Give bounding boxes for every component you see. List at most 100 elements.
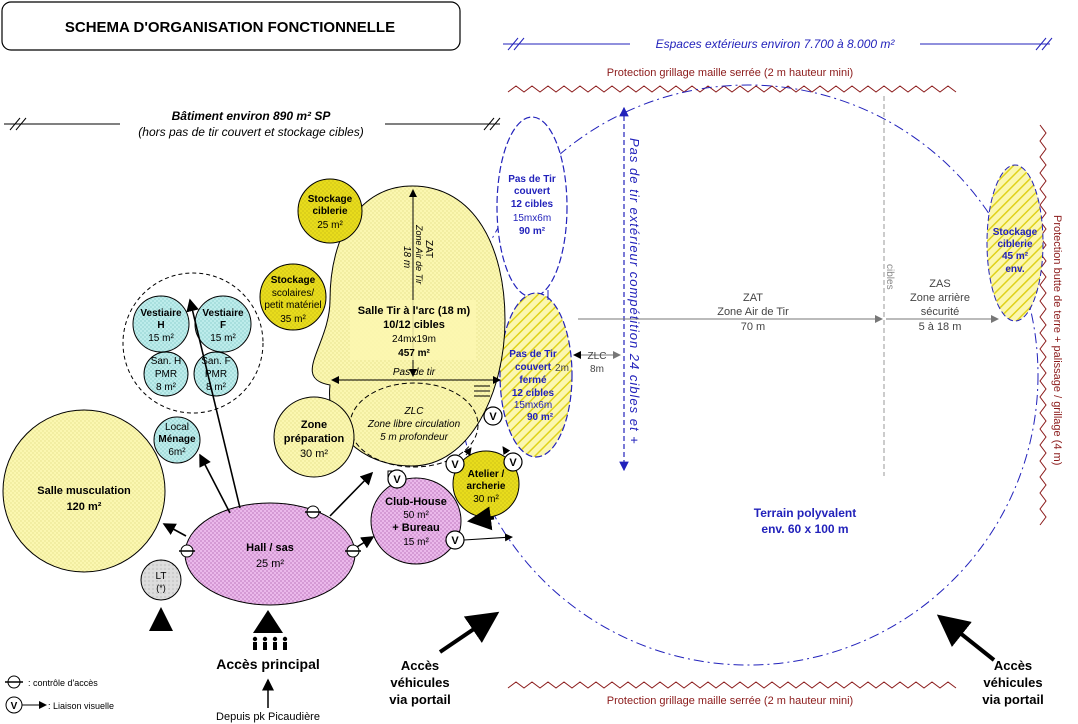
club-house-label-2: 50 m² (403, 510, 429, 521)
zlc-out-label-2: 8m (590, 364, 604, 375)
musculation-label: Salle musculation (37, 485, 131, 497)
stockage-scolaires (259, 263, 327, 331)
building-line-2: (hors pas de tir couvert et stockage cib… (138, 125, 363, 139)
salle-musculation (2, 409, 166, 573)
building-line-1: Bâtiment environ 890 m² SP (172, 109, 332, 123)
main-access-triangle (253, 610, 283, 633)
san-h-pmr (143, 351, 189, 397)
zas-label-2: Zone arrière (910, 292, 970, 304)
title-box (1, 1, 461, 51)
pas-ferme-label-3: fermé (519, 375, 547, 386)
vestiaire-f-area: 15 m² (210, 333, 236, 344)
local-menage (153, 416, 201, 464)
stockage-scolaires-label-2: scolaires/ (272, 288, 314, 299)
pas-ferme-label-4: 12 cibles (512, 388, 555, 399)
zat-out-label-3: 70 m (741, 321, 765, 333)
club-house-label-3: + Bureau (392, 522, 439, 534)
lt-label-2: (*) (156, 583, 166, 593)
hall-sas (184, 502, 356, 606)
stockage-scolaires-label-1: Stockage (271, 275, 316, 286)
outdoor-range-label: Pas de tir extérieur compétition 24 cibl… (627, 138, 642, 445)
pas-ferme-label-1: Pas de Tir (509, 349, 557, 360)
main-access-label: Accès principal (216, 656, 320, 672)
hall-label: Hall / sas (246, 542, 294, 554)
legend-visual-link-icon: V (5, 696, 47, 714)
vehicle-access-left-1: Accès (401, 658, 439, 673)
salle-tir-area: 457 m² (398, 348, 430, 359)
zlc-out-label-1: ZLC (588, 351, 607, 362)
visual-link-icon: V (445, 530, 465, 550)
menage-area: 6m² (168, 447, 186, 458)
visual-link-icon: V (503, 452, 523, 472)
pas-couvert-label-3: 12 cibles (511, 199, 554, 210)
zas-label-1: ZAS (929, 278, 950, 290)
stockage-ext-label-3: env. (1005, 264, 1024, 275)
menage-label-1: Local (165, 422, 189, 433)
san-f-area: 8 m² (206, 382, 227, 393)
club-house-area: 15 m² (403, 537, 429, 548)
menage-label-2: Ménage (158, 434, 196, 445)
vehicle-access-left-3: via portail (389, 692, 450, 707)
zat-in-label-2: Zone Air de Tir (414, 224, 424, 285)
people-icon (252, 636, 288, 650)
access-control-icon (305, 505, 321, 519)
stockage-ciblerie-ext (986, 164, 1044, 322)
access-control-icon (474, 385, 490, 397)
vestiaire-f-label-2: F (220, 320, 226, 331)
stockage-ciblerie (297, 178, 363, 244)
stockage-ext-label-2: ciblerie (997, 239, 1032, 250)
stockage-ext-label-1: Stockage (993, 227, 1038, 238)
vehicle-access-right-2: véhicules (983, 675, 1042, 690)
salle-tir-cibles: 10/12 cibles (383, 319, 445, 331)
legend-access-control: : contrôle d'accès (28, 678, 98, 688)
protection-right-label: Protection butte de terre + palissage / … (1051, 215, 1063, 465)
salle-tir-name: Salle Tir à l'arc (18 m) (358, 305, 471, 317)
svg-text:V: V (11, 701, 18, 712)
pas-couvert-label-1: Pas de Tir (508, 174, 556, 185)
zat-out-label-1: ZAT (743, 292, 763, 304)
zat-in-label-3: 18 m (401, 246, 412, 268)
san-f-label-1: San. F (201, 356, 230, 367)
svg-text:V: V (393, 474, 401, 486)
vestiaire-h-label-1: Vestiaire (140, 308, 182, 319)
vestiaire-h-area: 15 m² (148, 333, 174, 344)
san-h-area: 8 m² (156, 382, 177, 393)
vestiaire-f-label-1: Vestiaire (202, 308, 244, 319)
pas-de-tir-ferme (499, 292, 573, 458)
zas-label-3: sécurité (921, 306, 960, 318)
san-f-label-2: PMR (205, 369, 227, 380)
fence-bottom (507, 681, 957, 689)
visual-link-icon: V (445, 454, 465, 474)
svg-text:V: V (489, 411, 497, 423)
stockage-ciblerie-label-1: Stockage (308, 194, 353, 205)
pas-couvert-area: 90 m² (519, 226, 546, 237)
page-title: SCHEMA D'ORGANISATION FONCTIONNELLE (65, 19, 395, 36)
access-control-icon (179, 544, 195, 558)
visual-link-icon: V (387, 469, 407, 489)
zone-prep-label-2: préparation (284, 433, 345, 445)
zlc-in-label-2: Zone libre circulation (367, 419, 461, 430)
cibles-label: cibles (884, 264, 895, 290)
san-h-label-1: San. H (151, 356, 182, 367)
svg-text:V: V (451, 535, 459, 547)
vestiaire-h-label-2: H (157, 320, 164, 331)
zone-prep-area: 30 m² (300, 448, 328, 460)
exterior-header: Espaces extérieurs environ 7.700 à 8.000… (656, 37, 896, 51)
svg-text:V: V (509, 457, 517, 469)
pas-de-tir-in-label: Pas de tir (393, 367, 436, 378)
pas-ferme-area: 90 m² (527, 412, 554, 423)
stockage-scolaires-label-3: petit matériel (264, 300, 321, 311)
terrain-label-2: env. 60 x 100 m (761, 522, 848, 536)
pas-couvert-label-2: couvert (514, 186, 551, 197)
svg-text:V: V (451, 459, 459, 471)
atelier-label-2: archerie (467, 481, 506, 492)
club-house-label-1: Club-House (385, 496, 447, 508)
stockage-ciblerie-label-2: ciblerie (312, 206, 347, 217)
zat-out-label-2: Zone Air de Tir (717, 306, 789, 318)
vestiaire-h (132, 295, 190, 353)
pas-ferme-label-2: couvert (515, 362, 552, 373)
stockage-scolaires-area: 35 m² (280, 314, 306, 325)
protection-bottom-label: Protection grillage maille serrée (2 m h… (607, 695, 853, 707)
zlc-in-label-3: 5 m profondeur (380, 432, 448, 443)
san-h-label-2: PMR (155, 369, 177, 380)
